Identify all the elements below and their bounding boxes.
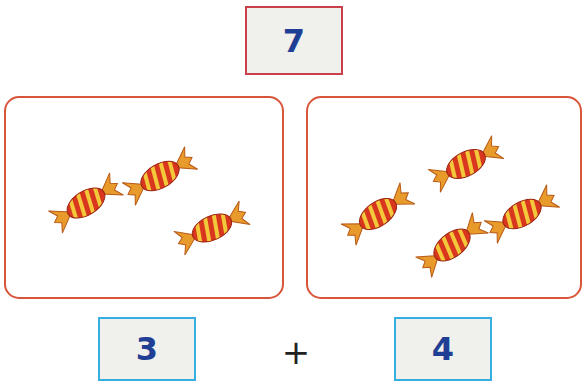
number-text: 4: [432, 333, 454, 365]
number-text: 7: [283, 25, 305, 57]
candy: [412, 208, 492, 281]
total-box: 7: [245, 6, 343, 75]
addend-box: 4: [394, 317, 492, 381]
candy: [119, 142, 201, 209]
group-frame: [5, 97, 283, 298]
group-frame: [307, 97, 581, 298]
number-text: 3: [136, 333, 158, 365]
candy: [338, 178, 419, 249]
candy: [481, 180, 563, 247]
plus-sign: +: [282, 335, 311, 369]
candy: [425, 131, 507, 197]
addend-box: 3: [98, 317, 196, 381]
candy: [45, 168, 126, 237]
candy: [171, 196, 253, 259]
